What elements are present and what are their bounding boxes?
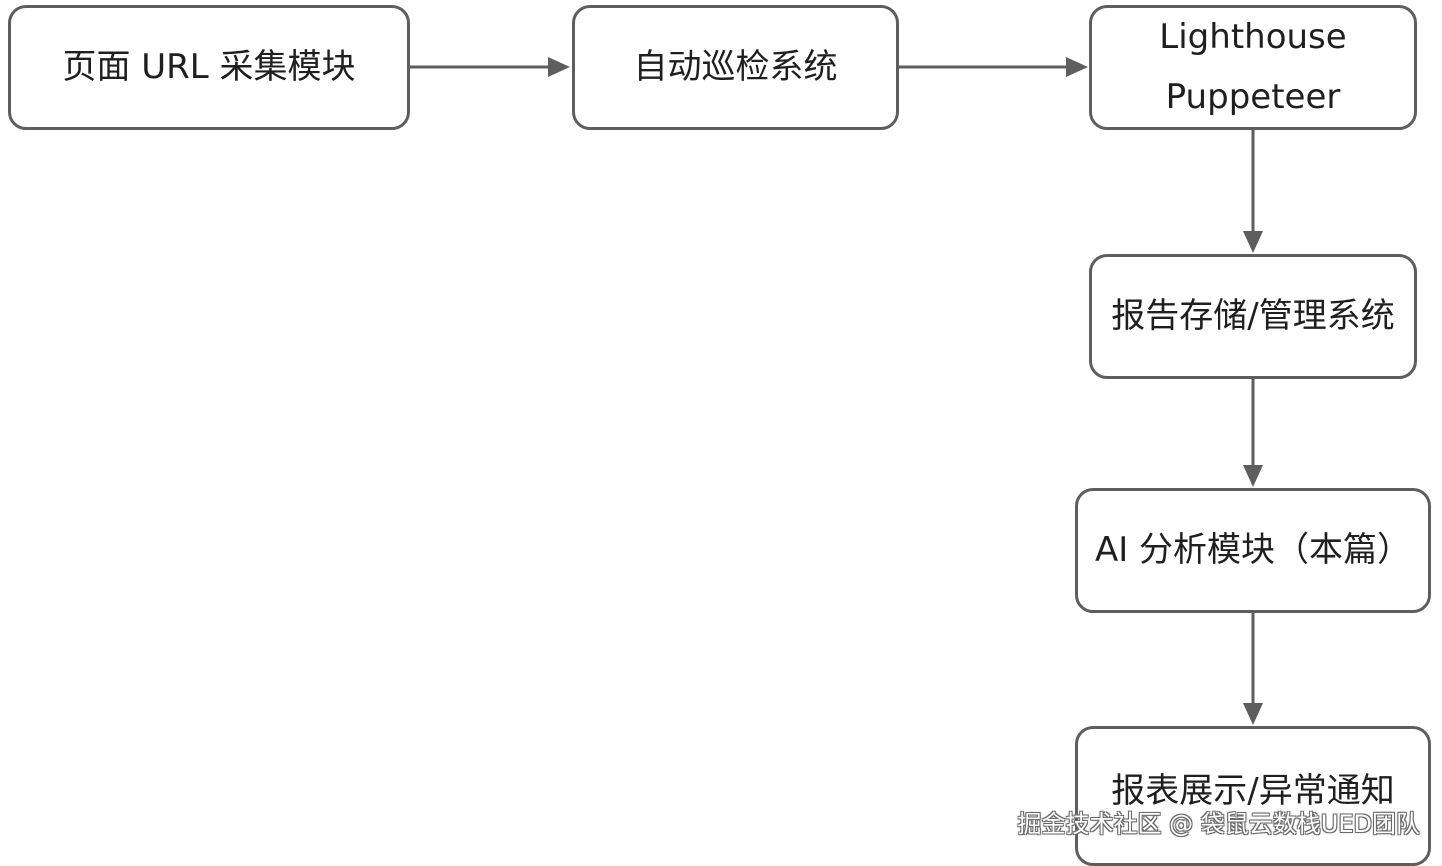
arrow-ai-to-display	[1243, 613, 1263, 725]
arrow-inspect-to-tools	[899, 57, 1088, 77]
node-report-display-label: 报表展示/异常通知	[1111, 771, 1395, 811]
node-auto-inspection-label: 自动巡检系统	[633, 47, 838, 88]
node-report-storage-label: 报告存储/管理系统	[1111, 296, 1395, 337]
node-url-collection: 页面 URL 采集模块	[8, 5, 410, 130]
node-tools: Lighthouse Puppeteer	[1089, 5, 1417, 130]
watermark: 掘金技术社区 @ 袋鼠云数栈UED团队	[1017, 810, 1420, 838]
node-tools-label-puppeteer: Puppeteer	[1165, 76, 1341, 117]
node-url-collection-label: 页面 URL 采集模块	[62, 47, 356, 88]
node-report-storage: 报告存储/管理系统	[1089, 254, 1417, 379]
node-tools-label-lighthouse: Lighthouse	[1159, 17, 1347, 57]
node-ai-analysis: AI 分析模块（本篇）	[1075, 488, 1431, 613]
arrow-collect-to-inspect	[410, 57, 570, 77]
arrow-storage-to-ai	[1243, 379, 1263, 487]
arrow-tools-to-storage	[1243, 130, 1263, 253]
node-report-display: 报表展示/异常通知	[1075, 726, 1431, 866]
node-ai-analysis-label: AI 分析模块（本篇）	[1094, 530, 1412, 571]
node-auto-inspection: 自动巡检系统	[572, 5, 899, 130]
